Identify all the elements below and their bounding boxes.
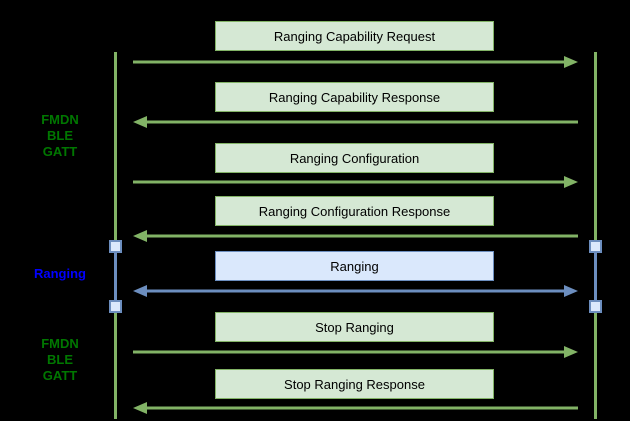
arrow-left-icon [133, 401, 578, 415]
arrow-bidirectional-icon [133, 284, 578, 298]
message-box-ranging-configuration: Ranging Configuration [215, 143, 494, 173]
side-label-line: BLE [47, 352, 73, 367]
message-label: Stop Ranging [315, 319, 394, 335]
message-box-ranging-capability-response: Ranging Capability Response [215, 82, 494, 112]
session-endpoint-icon [109, 300, 122, 313]
arrow-right-icon [133, 175, 578, 189]
message-label: Ranging Configuration Response [258, 203, 451, 219]
session-endpoint-icon [109, 240, 122, 253]
arrow-left-icon [133, 115, 578, 129]
side-label-line: GATT [42, 144, 78, 159]
message-box-stop-ranging-response: Stop Ranging Response [215, 369, 494, 399]
arrowhead-left-icon [133, 116, 147, 128]
side-label-fmdn-ble-gatt-bottom: FMDN BLE GATT [0, 336, 120, 384]
message-label: Ranging Capability Request [273, 28, 436, 44]
arrow-shaft [133, 350, 567, 354]
ranging-session-segment-left [114, 246, 117, 307]
arrow-shaft [144, 234, 578, 238]
side-label-line: Ranging [34, 266, 86, 281]
arrowhead-right-icon [564, 285, 578, 297]
arrow-shaft [144, 289, 567, 293]
arrowhead-right-icon [564, 346, 578, 358]
arrowhead-left-icon [133, 285, 147, 297]
arrowhead-left-icon [133, 402, 147, 414]
arrow-right-icon [133, 345, 578, 359]
side-label-line: FMDN [41, 112, 79, 127]
message-label: Stop Ranging Response [284, 376, 425, 392]
side-label-line: GATT [42, 368, 78, 383]
arrow-shaft [133, 180, 567, 184]
message-box-stop-ranging: Stop Ranging [215, 312, 494, 342]
message-box-ranging-capability-request: Ranging Capability Request [215, 21, 494, 51]
side-label-ranging: Ranging [0, 266, 120, 282]
lifeline-left [114, 52, 117, 419]
lifeline-right [594, 52, 597, 419]
message-label: Ranging Capability Response [268, 89, 441, 105]
arrowhead-left-icon [133, 230, 147, 242]
session-endpoint-icon [589, 240, 602, 253]
arrowhead-right-icon [564, 176, 578, 188]
side-label-line: BLE [47, 128, 73, 143]
message-label: Ranging [330, 258, 379, 274]
side-label-fmdn-ble-gatt-top: FMDN BLE GATT [0, 112, 120, 160]
arrow-left-icon [133, 229, 578, 243]
side-label-line: FMDN [41, 336, 79, 351]
arrow-shaft [144, 120, 578, 124]
session-endpoint-icon [589, 300, 602, 313]
arrow-right-icon [133, 55, 578, 69]
message-box-ranging: Ranging [215, 251, 494, 281]
arrowhead-right-icon [564, 56, 578, 68]
arrow-shaft [144, 406, 578, 410]
message-box-ranging-configuration-response: Ranging Configuration Response [215, 196, 494, 226]
message-label: Ranging Configuration [289, 150, 420, 166]
arrow-shaft [133, 60, 567, 64]
ranging-session-segment-right [594, 246, 597, 307]
